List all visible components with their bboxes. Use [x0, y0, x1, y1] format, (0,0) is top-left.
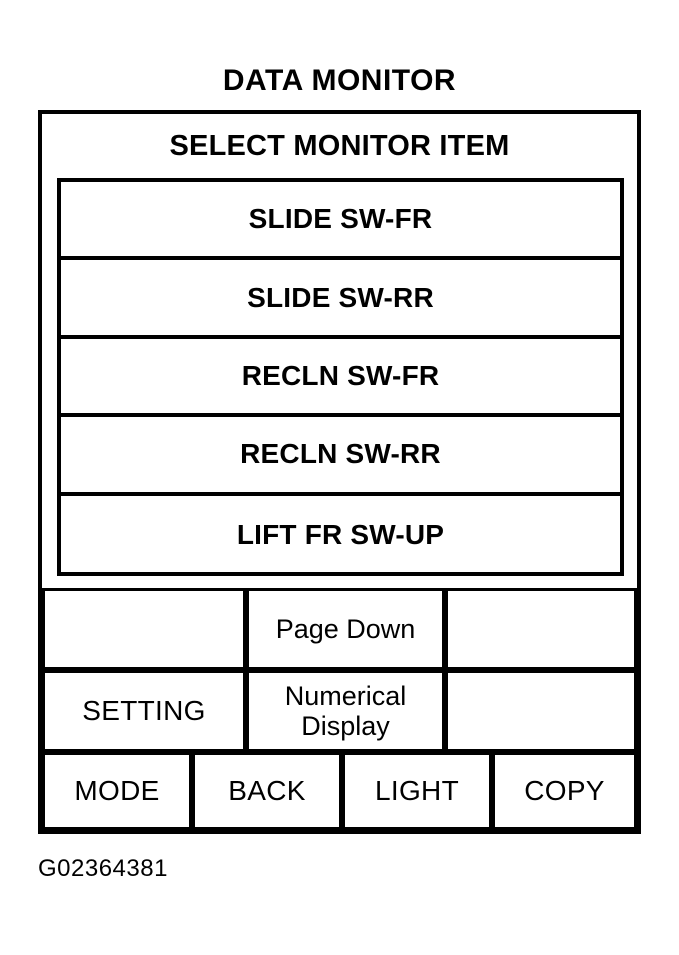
figure-title: DATA MONITOR [222, 64, 457, 97]
light-button[interactable]: LIGHT [342, 752, 492, 830]
list-item[interactable]: RECLN SW-RR [61, 417, 620, 496]
softkey-blank-right[interactable] [445, 588, 637, 670]
back-button[interactable]: BACK [192, 752, 342, 830]
softkey-row-3: MODE BACK LIGHT COPY [42, 752, 637, 830]
setting-button[interactable]: SETTING [42, 670, 246, 752]
monitor-item-label: LIFT FR SW-UP [236, 518, 445, 550]
screen-header-title: SELECT MONITOR ITEM [169, 130, 510, 162]
softkey-blank-right-2[interactable] [445, 670, 637, 752]
mode-button[interactable]: MODE [42, 752, 192, 830]
list-item[interactable]: SLIDE SW-RR [61, 260, 620, 339]
page-down-button[interactable]: Page Down [246, 588, 445, 670]
softkey-grid: Page Down SETTING Numerical Display MODE… [42, 588, 637, 830]
monitor-item-label: RECLN SW-RR [240, 438, 441, 470]
monitor-item-label: SLIDE SW-RR [247, 281, 434, 313]
numerical-display-button[interactable]: Numerical Display [246, 670, 445, 752]
monitor-item-label: RECLN SW-FR [241, 359, 440, 391]
device-screen-frame: SELECT MONITOR ITEM SLIDE SW-FR SLIDE SW… [38, 110, 641, 834]
softkey-row-2: SETTING Numerical Display [42, 670, 637, 752]
figure-caption: G02364381 [38, 855, 168, 882]
list-item[interactable]: RECLN SW-FR [61, 339, 620, 418]
monitor-item-label: SLIDE SW-FR [248, 203, 433, 235]
softkey-blank-left[interactable] [42, 588, 246, 670]
list-item[interactable]: SLIDE SW-FR [61, 182, 620, 261]
softkey-row-1: Page Down [42, 588, 637, 670]
monitor-item-list: SLIDE SW-FR SLIDE SW-RR RECLN SW-FR RECL… [57, 178, 624, 576]
list-item[interactable]: LIFT FR SW-UP [61, 496, 620, 574]
copy-button[interactable]: COPY [492, 752, 637, 830]
